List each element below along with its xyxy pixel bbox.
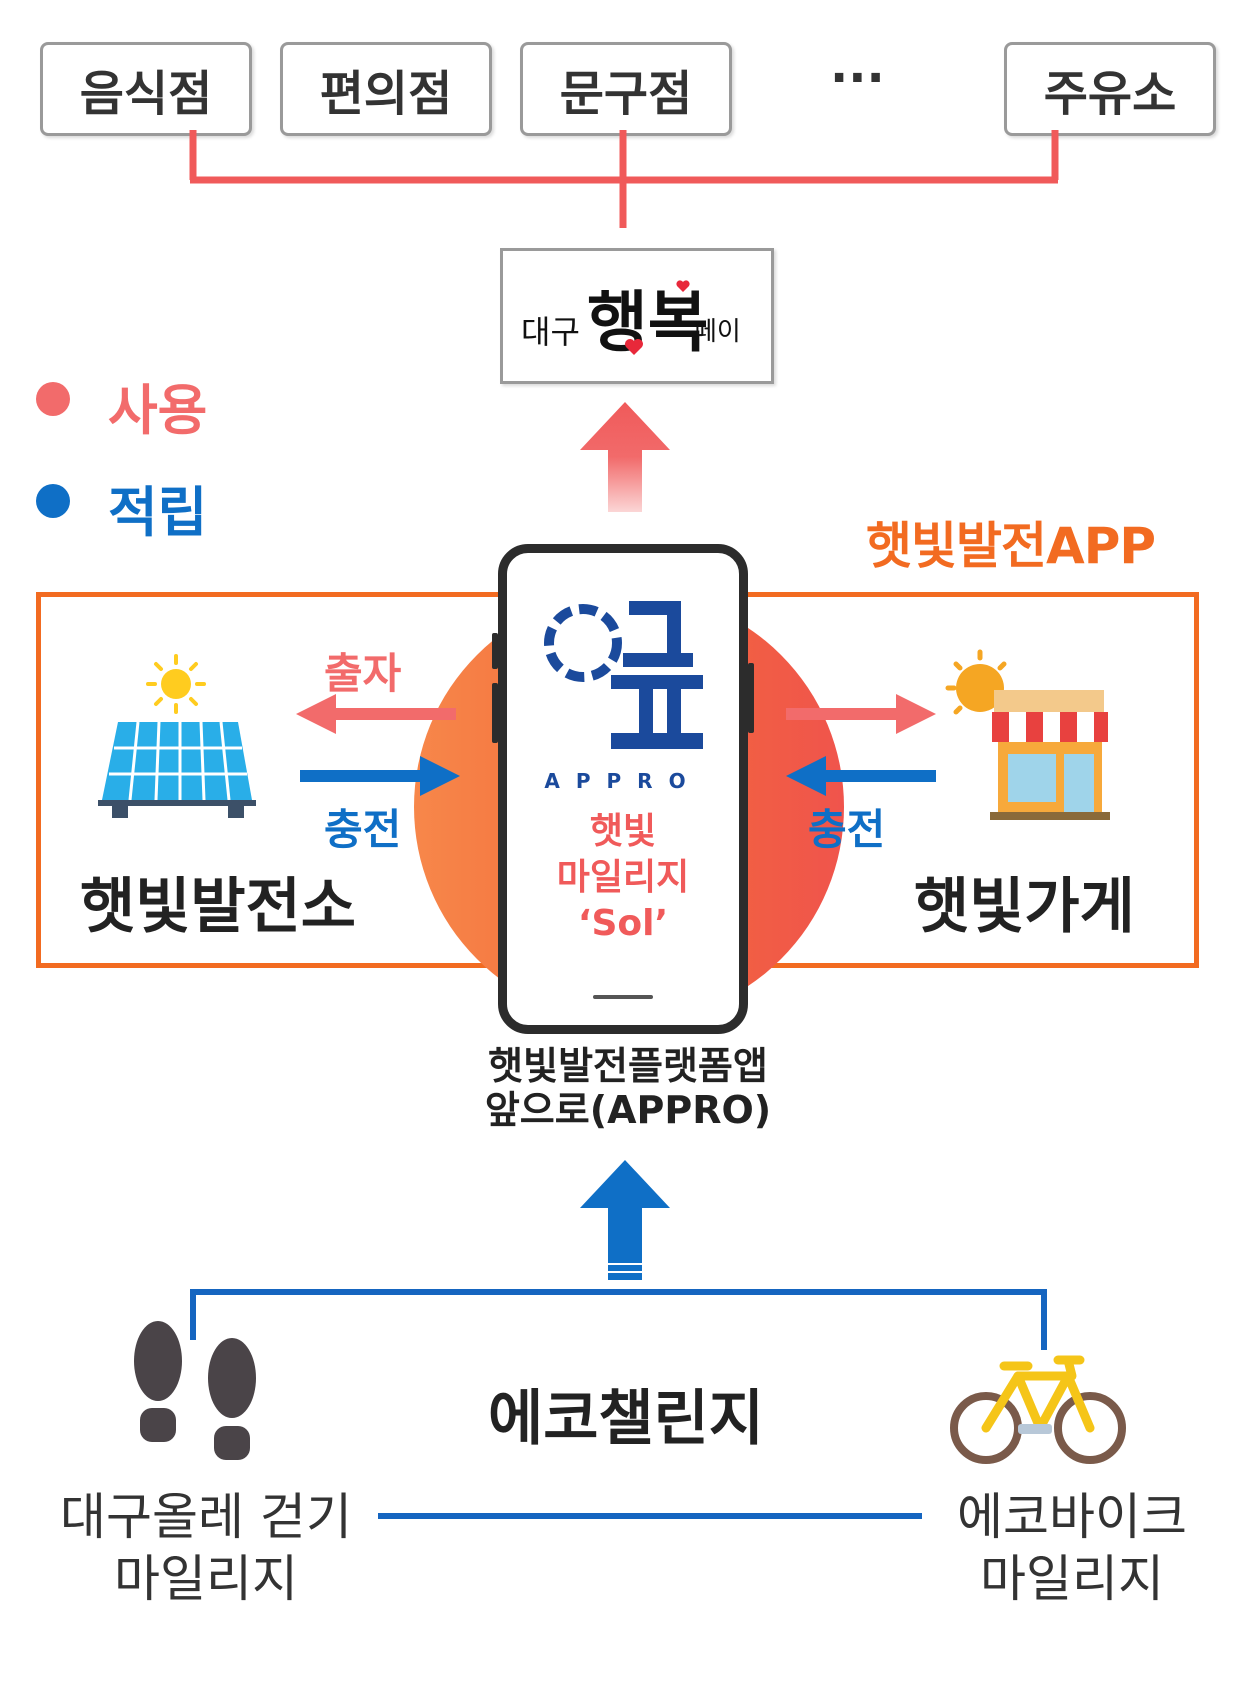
store-restaurant-label: 음식점 — [79, 66, 213, 122]
merchant-connector — [189, 130, 1059, 228]
footprints-icon — [134, 1321, 256, 1460]
flow-charge-left-label: 충전 — [324, 805, 402, 854]
walk-mileage-label: 대구올레 걷기 마일리지 — [36, 1486, 376, 1610]
phone-side-button — [492, 633, 498, 669]
arrow-right-blue-icon — [300, 756, 460, 796]
pay-logo-prefix: 대구 — [521, 313, 580, 351]
arrow-left-red-icon — [296, 694, 456, 734]
arrow-left-blue-icon — [786, 756, 936, 796]
legend-earn-label: 적립 — [108, 481, 208, 544]
platform-caption-line2: 앞으로(APPRO) — [484, 1088, 772, 1132]
legend-use-dot — [36, 382, 70, 416]
flow-invest-label: 출자 — [324, 649, 402, 698]
sunlight-shop-icon — [945, 649, 1110, 820]
phone-mileage: 햇빛 마일리지 ‘Sol’ — [507, 809, 739, 947]
phone-mileage-line1: 햇빛 — [589, 811, 657, 852]
pay-logo-suffix: 페이 — [693, 317, 741, 347]
arrow-right-red-icon — [786, 694, 936, 734]
heart-icon — [625, 339, 643, 355]
pay-logo-main: 행복 — [587, 283, 709, 361]
phone-home-indicator — [593, 995, 653, 999]
walk-mileage-line1: 대구올레 걷기 — [60, 1488, 352, 1546]
store-stationery-label: 문구점 — [559, 66, 693, 122]
bike-mileage-label: 에코바이크 마일리지 — [924, 1486, 1220, 1610]
walk-mileage-line2: 마일리지 — [114, 1550, 298, 1608]
store-stationery: 문구점 — [520, 42, 732, 136]
solar-station-label: 햇빛발전소 — [80, 872, 356, 942]
store-convenience-label: 편의점 — [319, 66, 453, 122]
smartphone: APPRO 햇빛 마일리지 ‘Sol’ — [492, 544, 754, 1034]
appro-logo-icon — [544, 601, 703, 749]
phone-mileage-line3: ‘Sol’ — [577, 903, 669, 944]
platform-caption: 햇빛발전플랫폼앱 앞으로(APPRO) — [428, 1044, 828, 1132]
platform-caption-line1: 햇빛발전플랫폼앱 — [488, 1044, 768, 1088]
arrow-up-blue-icon — [580, 1160, 670, 1280]
stores-ellipsis: ··· — [830, 50, 885, 106]
arrow-up-red-icon — [580, 402, 670, 512]
legend-earn-dot — [36, 484, 70, 518]
eco-connector — [190, 1289, 1047, 1519]
phone-side-button — [492, 683, 498, 743]
legend-use-label: 사용 — [108, 379, 208, 442]
store-restaurant: 음식점 — [40, 42, 252, 136]
bicycle-icon — [950, 1355, 1126, 1464]
store-gas-station-label: 주유소 — [1043, 66, 1177, 122]
sunlight-shop-label: 햇빛가게 — [914, 872, 1135, 942]
phone-brand-label: APPRO — [544, 769, 702, 793]
store-gas-station: 주유소 — [1004, 42, 1216, 136]
daegu-pay-logo: 대구 행복 페이 — [500, 248, 774, 384]
phone-side-button — [748, 663, 754, 733]
sunlight-app-title: 햇빛발전APP — [866, 517, 1156, 575]
solar-panel-icon — [98, 654, 256, 818]
bike-mileage-line2: 마일리지 — [980, 1550, 1164, 1608]
phone-mileage-line2: 마일리지 — [556, 857, 690, 898]
heart-icon-small — [676, 280, 690, 292]
bike-mileage-line1: 에코바이크 — [957, 1488, 1187, 1546]
eco-challenge-label: 에코챌린지 — [488, 1384, 764, 1454]
store-convenience: 편의점 — [280, 42, 492, 136]
flow-charge-right-label: 충전 — [808, 805, 886, 854]
